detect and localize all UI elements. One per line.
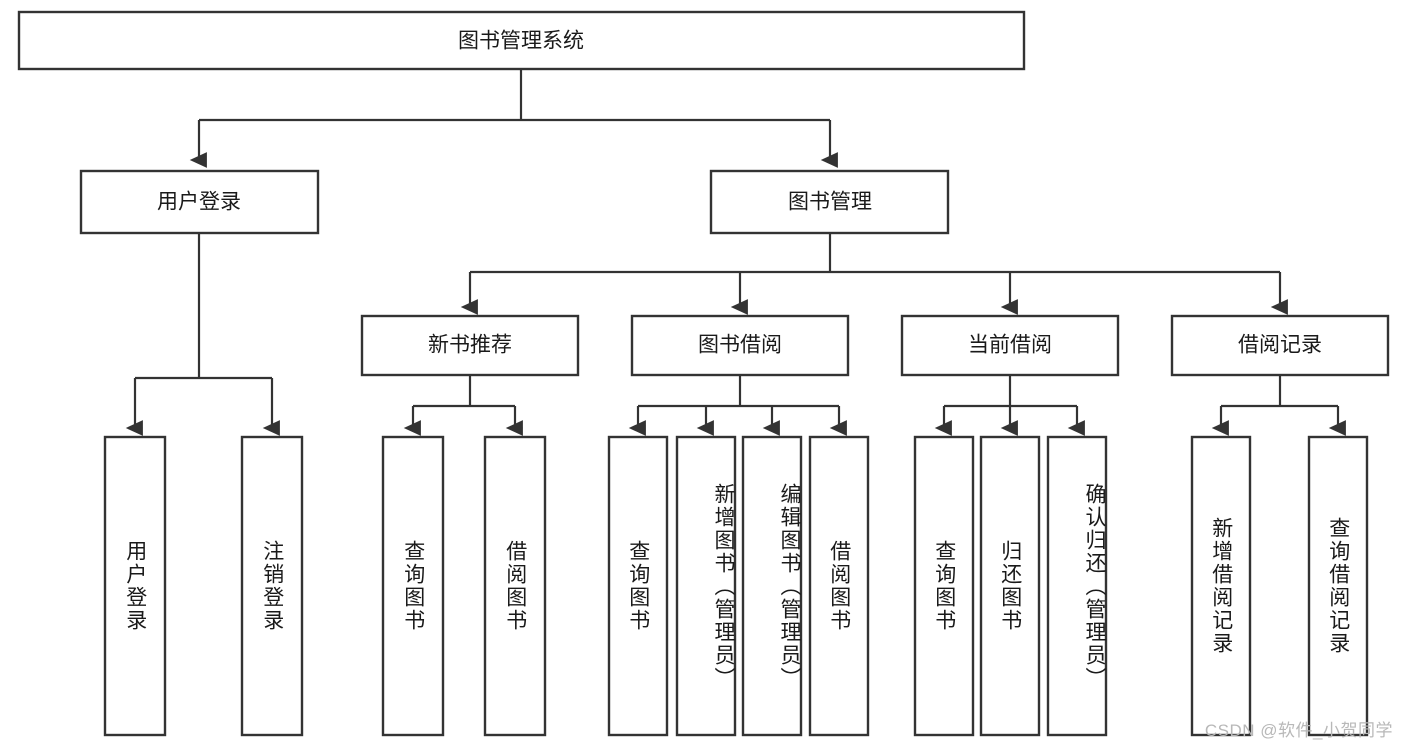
node-new-book-recommend[interactable]: 新书推荐 xyxy=(360,314,580,377)
leaf-query-book-1-box[interactable] xyxy=(381,435,445,737)
node-book-borrow-box[interactable] xyxy=(630,314,850,377)
node-new-book-recommend-box[interactable] xyxy=(360,314,580,377)
leaf-query-record-box[interactable] xyxy=(1307,435,1369,737)
node-user-login-label: 用户登录 xyxy=(157,191,241,214)
node-borrow-record-box[interactable] xyxy=(1170,314,1390,377)
node-user-login-box[interactable] xyxy=(79,169,320,235)
node-current-borrow[interactable]: 当前借阅 xyxy=(900,314,1120,377)
node-book-management-box[interactable] xyxy=(709,169,950,235)
leaf-borrow-book-2-box[interactable] xyxy=(808,435,870,737)
node-current-borrow-label: 当前借阅 xyxy=(968,334,1052,357)
node-root-box[interactable] xyxy=(17,10,1026,71)
node-borrow-record[interactable]: 借阅记录 xyxy=(1170,314,1390,377)
node-root[interactable]: 图书管理系统 xyxy=(17,10,1026,71)
csdn-watermark: CSDN @软件_小贺同学 xyxy=(1204,721,1393,740)
node-book-management-label: 图书管理 xyxy=(788,191,872,214)
node-user-login[interactable]: 用户登录 xyxy=(79,169,320,235)
node-book-management[interactable]: 图书管理 xyxy=(709,169,950,235)
node-book-borrow-label: 图书借阅 xyxy=(698,334,782,357)
leaf-add-record-box[interactable] xyxy=(1190,435,1252,737)
leaf-return-book-box[interactable] xyxy=(979,435,1041,737)
leaf-add-book-box[interactable] xyxy=(675,435,737,737)
node-book-borrow[interactable]: 图书借阅 xyxy=(630,314,850,377)
leaf-query-book-3-box[interactable] xyxy=(913,435,975,737)
leaf-query-book-2-box[interactable] xyxy=(607,435,669,737)
node-root-label: 图书管理系统 xyxy=(458,30,584,53)
leaf-confirm-return-box[interactable] xyxy=(1046,435,1108,737)
node-current-borrow-box[interactable] xyxy=(900,314,1120,377)
connectors-group xyxy=(125,69,1346,436)
leaf-user-login-box[interactable] xyxy=(103,435,167,737)
node-new-book-recommend-label: 新书推荐 xyxy=(428,334,512,357)
leaf-edit-book-box[interactable] xyxy=(741,435,803,737)
leaf-logout-login-box[interactable] xyxy=(240,435,304,737)
leaf-boxes-group xyxy=(103,435,1369,737)
node-borrow-record-label: 借阅记录 xyxy=(1238,334,1322,357)
leaf-borrow-book-1-box[interactable] xyxy=(483,435,547,737)
